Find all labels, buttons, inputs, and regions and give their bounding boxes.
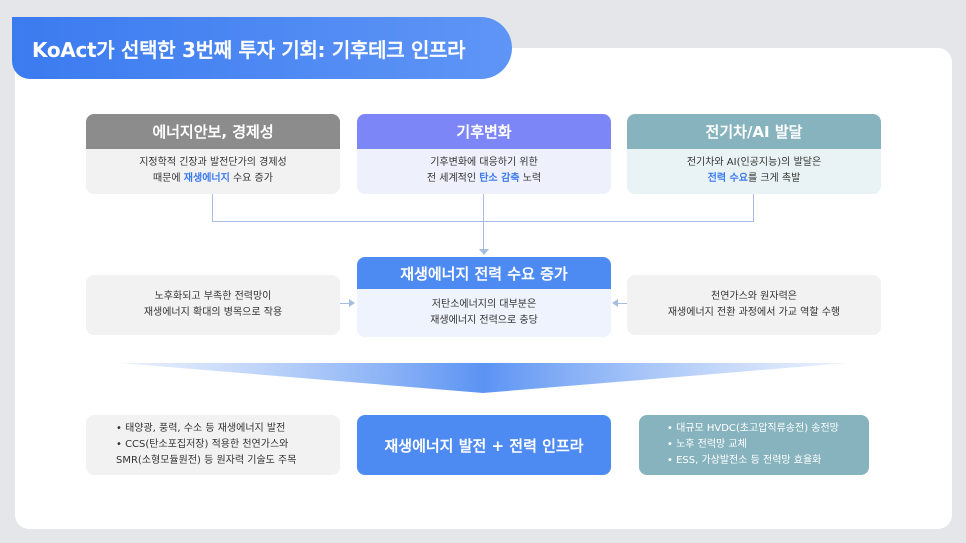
driver-head: 전기차/AI 발달 — [627, 114, 881, 149]
driver-energy-security: 에너지안보, 경제성 지정학적 긴장과 발전단가의 경제성 때문에 재생에너지 … — [86, 114, 340, 194]
list-item: 노후 전력망 교체 — [667, 437, 869, 453]
list-item: ESS, 가상발전소 등 전력망 효율화 — [667, 453, 869, 469]
driver-ev-ai: 전기차/AI 발달 전기차와 AI(인공지능)의 발달은 전력 수요를 크게 촉… — [627, 114, 881, 194]
bridge-energy-box: 천연가스와 원자력은 재생에너지 전환 과정에서 가교 역할 수행 — [627, 275, 881, 335]
generation-list: 태양광, 풍력, 수소 등 재생에너지 발전 CCS(탄소포집저장) 적용한 천… — [86, 415, 340, 475]
grid-bottleneck-box: 노후화되고 부족한 전력망이 재생에너지 확대의 병목으로 작용 — [86, 275, 340, 335]
driver-climate-change: 기후변화 기후변화에 대응하기 위한 전 세계적인 탄소 감축 노력 — [357, 114, 611, 194]
connector-line — [212, 194, 213, 221]
arrow-left-icon — [612, 299, 618, 307]
connector-line — [483, 194, 484, 250]
driver-body: 전기차와 AI(인공지능)의 발달은 전력 수요를 크게 촉발 — [627, 149, 881, 194]
driver-head: 에너지안보, 경제성 — [86, 114, 340, 149]
driver-body: 기후변화에 대응하기 위한 전 세계적인 탄소 감축 노력 — [357, 149, 611, 194]
investment-theme-box: 재생에너지 발전 + 전력 인프라 — [357, 415, 611, 475]
page-title: KoAct가 선택한 3번째 투자 기회: 기후테크 인프라 — [12, 17, 512, 79]
highlight-text: 전력 수요 — [707, 173, 748, 184]
grid-infra-list: 대규모 HVDC(초고압직류송전) 송전망 노후 전력망 교체 ESS, 가상발… — [639, 415, 869, 475]
funnel-arrow — [120, 363, 846, 393]
arrow-right-icon — [349, 299, 355, 307]
list-item: CCS(탄소포집저장) 적용한 천연가스와 — [116, 437, 340, 453]
driver-body: 지정학적 긴장과 발전단가의 경제성 때문에 재생에너지 수요 증가 — [86, 149, 340, 194]
arrow-down-icon — [479, 249, 489, 255]
highlight-text: 탄소 감축 — [479, 173, 520, 184]
highlight-text: 재생에너지 — [183, 173, 230, 184]
list-item: 태양광, 풍력, 수소 등 재생에너지 발전 — [116, 421, 340, 437]
renewable-demand-body: 저탄소에너지의 대부분은 재생에너지 전력으로 충당 — [357, 289, 611, 337]
renewable-demand-head: 재생에너지 전력 수요 증가 — [357, 257, 611, 289]
list-item: SMR(소형모듈원전) 등 원자력 기술도 주목 — [116, 455, 297, 466]
driver-head: 기후변화 — [357, 114, 611, 149]
connector-line — [340, 303, 350, 304]
renewable-demand-box: 재생에너지 전력 수요 증가 저탄소에너지의 대부분은 재생에너지 전력으로 충… — [357, 257, 611, 337]
connector-line — [618, 303, 627, 304]
list-item: 대규모 HVDC(초고압직류송전) 송전망 — [667, 421, 869, 437]
connector-line — [753, 194, 754, 221]
